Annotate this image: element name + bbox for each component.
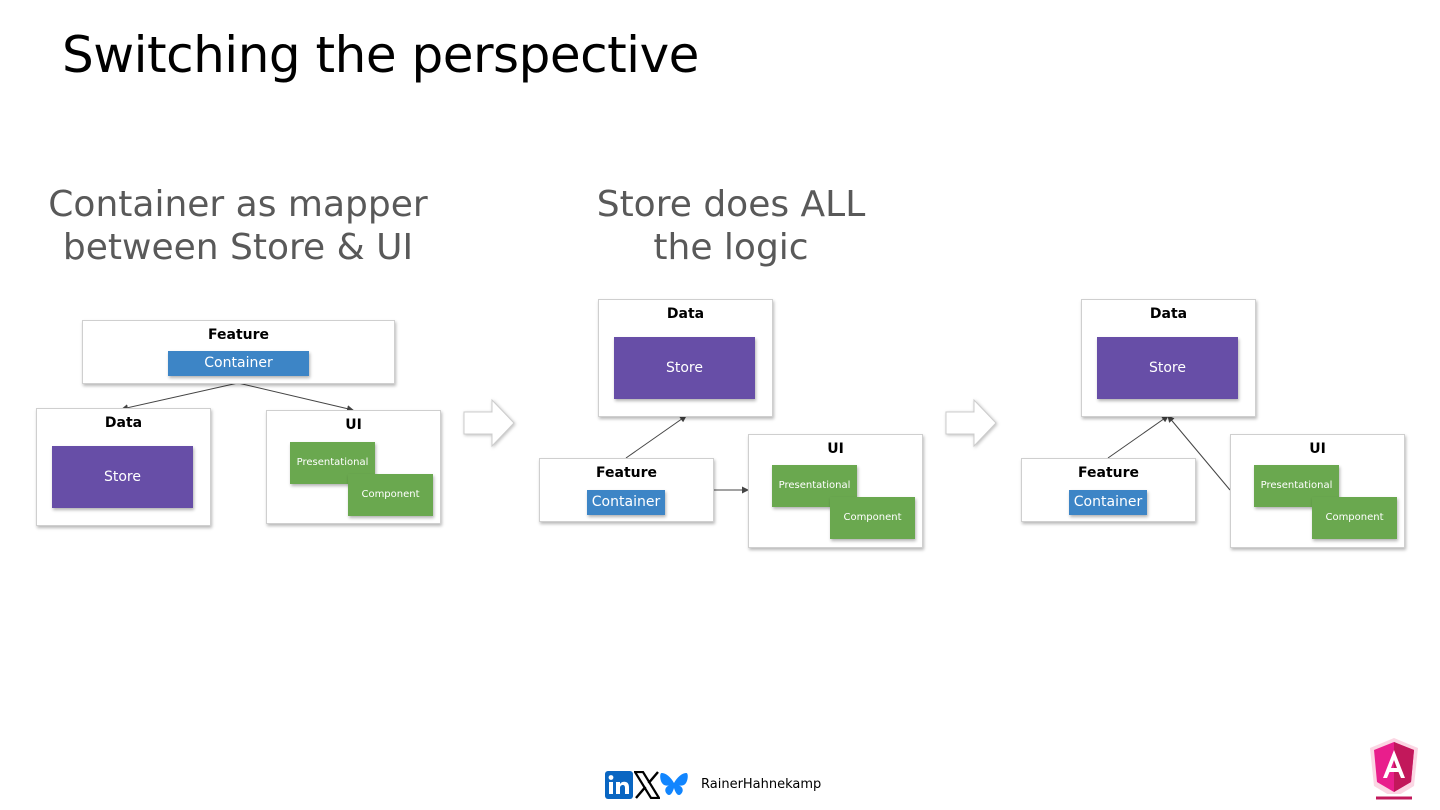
bluesky-icon[interactable] [659,771,689,799]
ui-label: UI [1309,441,1326,457]
subtitle-middle: Store does ALL the logic [596,184,866,268]
feature-box: Feature Container [539,458,714,522]
subtitle-left: Container as mapper between Store & UI [48,184,428,268]
component-block: Component [830,497,915,539]
ui-box: UI Presentational Component [748,434,923,548]
ui-label: UI [827,441,844,457]
transition-arrow-1 [463,398,515,448]
ui-box: UI Presentational Component [1230,434,1405,548]
connector-feature-store [1107,415,1169,459]
ui-box: UI Presentational Component [266,410,441,524]
data-label: Data [666,306,705,322]
connector-feature-data [121,382,239,412]
feature-label: Feature [208,327,269,343]
store-block: Store [614,337,755,399]
connector-ui-store [1167,415,1231,491]
container-block: Container [587,490,665,515]
feature-box: Feature Container [1021,458,1196,522]
x-icon[interactable] [634,771,660,799]
data-label: Data [104,415,143,431]
connector-feature-store [625,415,687,459]
data-box: Data Store [1081,299,1256,417]
author-handle: RainerHahnekamp [701,777,822,792]
container-block: Container [1069,490,1147,515]
feature-label: Feature [1078,465,1139,481]
data-box: Data Store [598,299,773,417]
component-block: Component [348,474,433,516]
slide-title: Switching the perspective [62,26,699,84]
presentational-block: Presentational [290,442,375,484]
ui-label: UI [345,417,362,433]
component-block: Component [1312,497,1397,539]
transition-arrow-2 [945,398,997,448]
linkedin-icon[interactable] [605,771,633,799]
data-box: Data Store [36,408,211,526]
store-block: Store [1097,337,1238,399]
feature-box: Feature Container [82,320,395,384]
data-label: Data [1149,306,1188,322]
store-block: Store [52,446,193,508]
angular-architects-logo [1370,738,1418,802]
connector-feature-ui [237,382,354,413]
container-block: Container [168,351,309,376]
feature-label: Feature [596,465,657,481]
